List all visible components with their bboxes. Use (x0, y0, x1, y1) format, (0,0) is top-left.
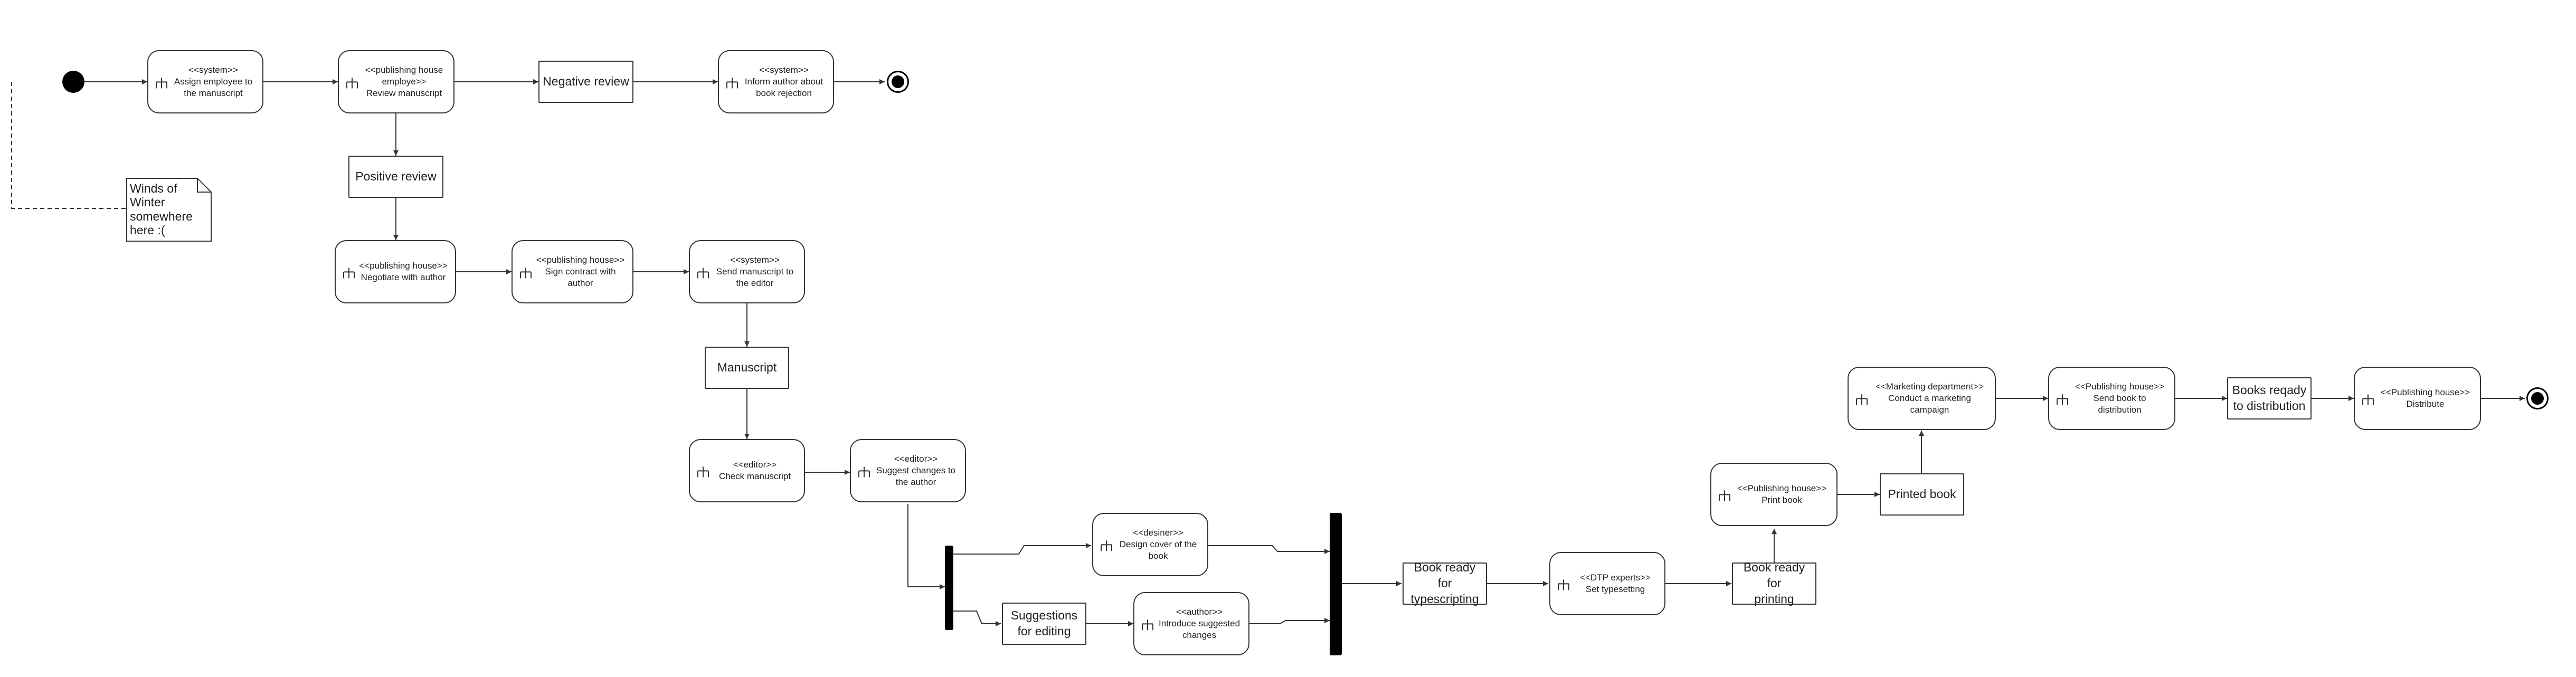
fork-bar (945, 546, 953, 630)
object-negative-review[interactable]: Negative review (538, 61, 633, 103)
action-design-cover[interactable]: <<desiner>> Design cover of the book (1092, 513, 1208, 576)
start-node (62, 71, 84, 93)
action-label: <<system>> Assign employee to the manusc… (174, 64, 253, 99)
object-label: Manuscript (717, 360, 777, 375)
action-assign-employee[interactable]: <<system>> Assign employee to the manusc… (147, 50, 263, 113)
action-negotiate[interactable]: <<publishing house>> Negotiate with auth… (335, 240, 456, 303)
action-label: <<DTP experts>> Set typesetting (1580, 572, 1651, 594)
action-label: <<Publishing house>> Distribute (2380, 387, 2470, 409)
edge-suggest-fork (907, 504, 945, 589)
action-label: <<publishing house>> Negotiate with auth… (359, 260, 448, 282)
rake-icon (1101, 540, 1112, 551)
edge-fork-suggestions (953, 611, 1001, 626)
object-manuscript[interactable]: Manuscript (705, 347, 789, 389)
action-distribute[interactable]: <<Publishing house>> Distribute (2354, 367, 2481, 430)
rake-icon (2362, 394, 2374, 405)
rake-icon (1142, 619, 1153, 631)
action-print-book[interactable]: <<Publishing house>> Print book (1710, 463, 1838, 526)
action-marketing-campaign[interactable]: <<Marketing department>> Conduct a marke… (1848, 367, 1996, 430)
action-label: <<publishing house employe>> Review manu… (365, 64, 443, 99)
comment-note[interactable]: Winds of Winter somewhere here :( (130, 182, 193, 237)
note-anchor-line (11, 82, 126, 209)
object-label: Printed book (1888, 487, 1956, 501)
action-label: <<Marketing department>> Conduct a marke… (1875, 381, 1984, 415)
object-label: Book ready for printing (1743, 560, 1805, 606)
rake-icon (346, 78, 358, 89)
action-label: <<system>> Send manuscript to the editor (716, 254, 794, 289)
action-check-manuscript[interactable]: <<editor>> Check manuscript (689, 439, 805, 502)
object-books-ready-distribution[interactable]: Books reqady to distribution (2227, 377, 2312, 419)
action-suggest-changes[interactable]: <<editor>> Suggest changes to the author (850, 439, 966, 502)
object-book-ready-printing[interactable]: Book ready for printing (1732, 560, 1816, 606)
action-introduce-changes[interactable]: <<author>> Introduce suggested changes (1133, 592, 1249, 655)
final-node-distribution (2526, 387, 2549, 409)
action-label: <<Publishing house>> Send book to distri… (2075, 381, 2165, 415)
rake-icon (1558, 579, 1569, 590)
action-label: <<author>> Introduce suggested changes (1158, 606, 1240, 641)
rake-icon (1856, 394, 1868, 405)
action-label: <<editor>> Check manuscript (718, 459, 791, 481)
action-set-typesetting[interactable]: <<DTP experts>> Set typesetting (1549, 552, 1665, 615)
join-bar (1330, 513, 1342, 655)
action-inform-author[interactable]: <<system>> Inform author about book reje… (718, 50, 834, 113)
rake-icon (697, 466, 709, 478)
action-sign-contract[interactable]: <<publishing house>> Sign contract with … (512, 240, 633, 303)
object-label: Negative review (543, 74, 629, 89)
object-suggestions-for-editing[interactable]: Suggestions for editing (1002, 603, 1086, 645)
action-label: <<desiner>> Design cover of the book (1119, 527, 1197, 561)
final-node-rejection (887, 71, 909, 93)
action-label: <<editor>> Suggest changes to the author (876, 453, 956, 488)
object-label: Suggestions for editing (1010, 608, 1078, 638)
rake-icon (726, 78, 738, 89)
rake-icon (343, 268, 355, 279)
object-label: Books reqady to distribution (2232, 383, 2307, 413)
object-label: Book ready for typescripting (1410, 560, 1479, 606)
rake-icon (697, 268, 709, 279)
action-send-to-distribution[interactable]: <<Publishing house>> Send book to distri… (2048, 367, 2175, 430)
rake-icon (2057, 394, 2068, 405)
note-shape (126, 178, 212, 242)
rake-icon (156, 78, 167, 89)
object-positive-review[interactable]: Positive review (348, 156, 443, 198)
action-label: <<Publishing house>> Print book (1737, 483, 1827, 505)
edge-introduce-join (1249, 618, 1330, 624)
object-printed-book[interactable]: Printed book (1880, 473, 1964, 516)
object-book-ready-typescripting[interactable]: Book ready for typescripting (1403, 560, 1487, 606)
object-label: Positive review (355, 169, 437, 184)
action-label: <<publishing house>> Sign contract with … (536, 254, 625, 289)
rake-icon (520, 268, 532, 279)
action-send-to-editor[interactable]: <<system>> Send manuscript to the editor (689, 240, 805, 303)
rake-icon (858, 466, 870, 478)
action-review-manuscript[interactable]: <<publishing house employe>> Review manu… (338, 50, 454, 113)
edge-fork-design (953, 543, 1091, 555)
action-label: <<system>> Inform author about book reje… (744, 64, 823, 99)
rake-icon (1719, 490, 1730, 501)
edge-design-join (1208, 545, 1330, 554)
